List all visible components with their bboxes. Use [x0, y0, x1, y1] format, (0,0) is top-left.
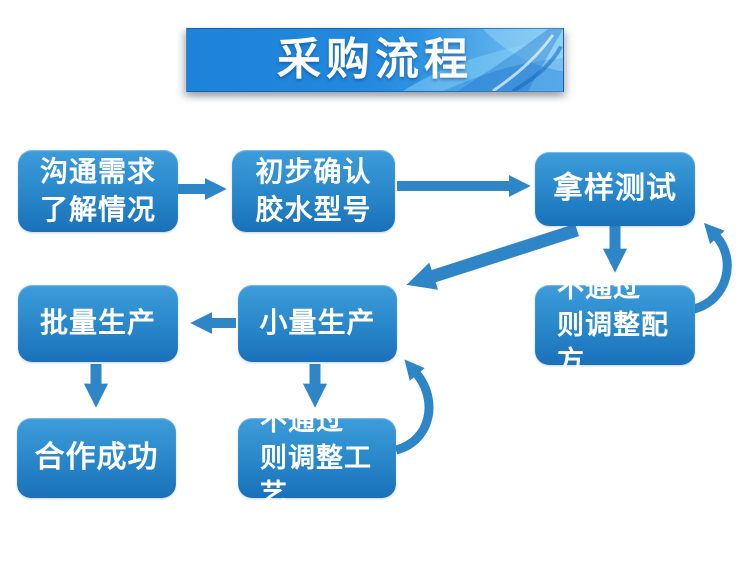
arrow-adjust-formula-loop-to-sample — [692, 222, 732, 314]
node-batch-production: 批量生产 — [18, 285, 178, 362]
node-label: 沟通需求 了解情况 — [39, 155, 156, 225]
node-label: 不通过 则调整工艺 — [260, 405, 372, 510]
node-label: 合作成功 — [34, 440, 159, 474]
node-adjust-formula: 不通过 则调整配方 — [535, 273, 695, 376]
node-label: 批量生产 — [39, 307, 156, 339]
node-label: 初步确认 胶水型号 — [255, 155, 372, 225]
water-texture-decoration — [403, 29, 563, 91]
node-label: 拿样测试 — [553, 171, 677, 205]
node-label: 不通过 则调整配方 — [557, 272, 669, 377]
node-confirm-glue-model: 初步确认 胶水型号 — [232, 150, 395, 232]
node-small-production: 小量生产 — [238, 285, 397, 362]
node-adjust-process: 不通过 则调整工艺 — [238, 406, 396, 509]
node-label: 小量生产 — [259, 307, 376, 339]
node-communicate-needs: 沟通需求 了解情况 — [18, 150, 178, 232]
node-sample-test: 拿样测试 — [535, 152, 695, 226]
arrow-adjust-process-loop-to-small — [394, 359, 434, 455]
page-title: 采购流程 — [277, 35, 473, 84]
arrow-sample-to-small-production — [406, 223, 579, 290]
title-banner: 采购流程 — [186, 28, 564, 92]
node-cooperation-success: 合作成功 — [17, 418, 176, 498]
